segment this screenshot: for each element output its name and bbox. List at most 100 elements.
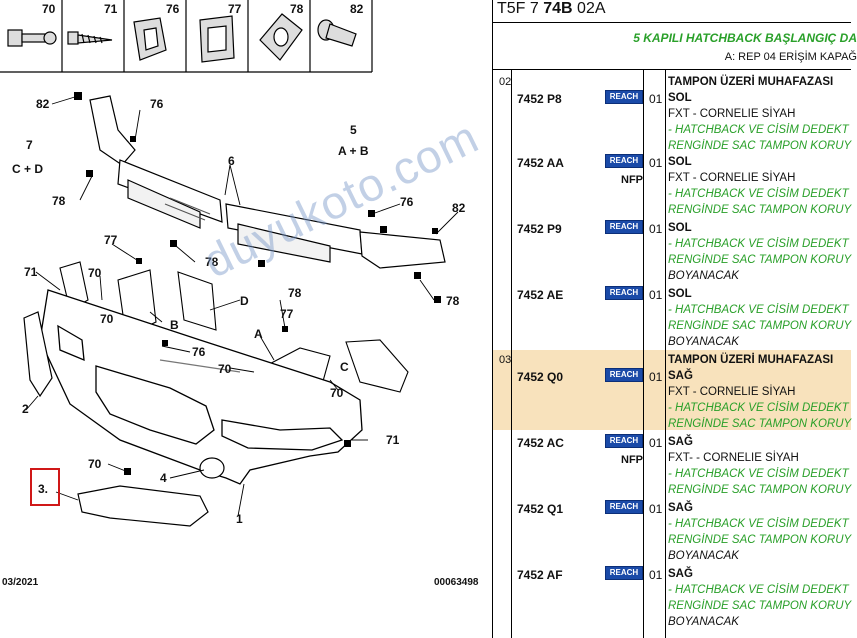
description-line: RENGİNDE SAC TAMPON KORUY <box>668 484 852 496</box>
description-line: RENGİNDE SAC TAMPON KORUY <box>668 254 852 266</box>
bracket-clip-icon <box>199 15 235 63</box>
reach-badge: REACH <box>605 500 643 514</box>
description-line: SOL <box>668 92 692 104</box>
description-line: FXT- - CORNELIE SİYAH <box>668 452 799 464</box>
callout-b: B <box>170 318 179 332</box>
table-row[interactable]: 7452 AC REACH NFP 01 SAĞ FXT- - CORNELIE… <box>493 434 851 498</box>
description-line: FXT - CORNELIE SİYAH <box>668 386 796 398</box>
icon-num-70: 70 <box>42 2 56 16</box>
fastener-icon-bar <box>0 0 373 73</box>
icon-num-76: 76 <box>166 2 180 16</box>
description-line: - HATCHBACK VE CİSİM DEDEKT <box>668 304 849 316</box>
callout-70: 70 <box>88 266 102 280</box>
callout-70: 70 <box>88 457 102 471</box>
callout-76: 76 <box>192 345 206 359</box>
icon-num-78: 78 <box>290 2 304 16</box>
fastener-markers <box>74 92 441 475</box>
nfp-label: NFP <box>621 454 643 466</box>
description-line: TAMPON ÜZERİ MUHAFAZASI <box>668 76 834 88</box>
callout-78: 78 <box>288 286 302 300</box>
description-line: - HATCHBACK VE CİSİM DEDEKT <box>668 468 849 480</box>
description-line: TAMPON ÜZERİ MUHAFAZASI <box>668 354 834 366</box>
callout-77: 77 <box>104 233 118 247</box>
callout-3-highlighted[interactable]: 3. <box>30 468 60 506</box>
table-row[interactable]: 7452 AF REACH 01 SAĞ - HATCHBACK VE CİSİ… <box>493 566 852 634</box>
description-line: SAĞ <box>668 370 693 382</box>
callout-78: 78 <box>205 255 219 269</box>
description-line: RENGİNDE SAC TAMPON KORUY <box>668 534 852 546</box>
description-line: RENGİNDE SAC TAMPON KORUY <box>668 320 852 332</box>
table-row[interactable]: 7452 AA REACH NFP 01 SOL FXT - CORNELIE … <box>493 154 852 220</box>
table-row[interactable]: 7452 AE REACH 01 SOL - HATCHBACK VE CİSİ… <box>493 286 852 352</box>
clip-icon <box>133 17 167 61</box>
callout-c: C <box>340 360 349 374</box>
description-line: - HATCHBACK VE CİSİM DEDEKT <box>668 124 849 136</box>
table-row-highlighted[interactable]: 03 7452 Q0 REACH 01 TAMPON ÜZERİ MUHAFAZ… <box>493 352 851 432</box>
nfp-label: NFP <box>621 174 643 186</box>
description-line: FXT - CORNELIE SİYAH <box>668 172 796 184</box>
description-line: - HATCHBACK VE CİSİM DEDEKT <box>668 188 849 200</box>
table-row[interactable]: 7452 P9 REACH 01 SOL - HATCHBACK VE CİSİ… <box>493 220 852 286</box>
quantity: 01 <box>649 92 663 106</box>
description-line: RENGİNDE SAC TAMPON KORUY <box>668 418 852 430</box>
part-number: 7452 P9 <box>517 222 562 236</box>
group-number: 02 <box>499 76 512 88</box>
column-divider <box>665 70 666 638</box>
quantity: 01 <box>649 156 663 170</box>
diagram-drawing <box>0 0 459 527</box>
group-number: 03 <box>499 354 512 366</box>
rivet-icon <box>317 19 357 47</box>
catalog-code-bold: 74B <box>543 0 573 17</box>
bumper-cover <box>39 289 363 485</box>
reach-badge: REACH <box>605 154 643 168</box>
diagram-ref-number: 00063498 <box>434 577 479 588</box>
catalog-code-prefix: T5F 7 <box>497 0 544 17</box>
grommet-icon <box>259 13 303 61</box>
tow-hook-cap <box>199 457 225 479</box>
highlighted-row-band <box>493 350 851 430</box>
callout-71: 71 <box>24 265 38 279</box>
description-line: BOYANACAK <box>668 616 739 628</box>
part-number: 7452 Q0 <box>517 370 564 384</box>
part-number: 7452 P8 <box>517 92 562 106</box>
description-line: RENGİNDE SAC TAMPON KORUY <box>668 600 852 612</box>
callout-70: 70 <box>330 386 344 400</box>
column-divider <box>511 70 512 638</box>
description-line: - HATCHBACK VE CİSİM DEDEKT <box>668 584 849 596</box>
description-line: SOL <box>668 222 692 234</box>
description-line: SOL <box>668 156 692 168</box>
callout-4: 4 <box>160 471 167 485</box>
quantity: 01 <box>649 288 663 302</box>
table-row[interactable]: 02 7452 P8 REACH 01 TAMPON ÜZERİ MUHAFAZ… <box>493 70 851 152</box>
callout-70: 70 <box>218 362 232 376</box>
quantity: 01 <box>649 370 663 384</box>
screw-icon <box>67 31 113 45</box>
section-subtitle: A: REP 04 ERİŞİM KAPAĞ <box>724 51 857 63</box>
icon-num-71: 71 <box>104 2 118 16</box>
callout-76: 76 <box>400 195 414 209</box>
part-number: 7452 AF <box>517 568 563 582</box>
catalog-code: T5F 7 74B 02A <box>497 0 606 18</box>
description-line: - HATCHBACK VE CİSİM DEDEKT <box>668 238 849 250</box>
description-line: SAĞ <box>668 436 693 448</box>
catalog-code-suffix: 02A <box>572 0 606 17</box>
description-line: SOL <box>668 288 692 300</box>
side-trim-left <box>23 311 53 398</box>
section-title: 5 KAPILI HATCHBACK BAŞLANGIÇ DA <box>633 31 857 45</box>
callout-78: 78 <box>446 294 460 308</box>
callout-2: 2 <box>22 402 29 416</box>
quantity: 01 <box>649 436 663 450</box>
quantity: 01 <box>649 502 663 516</box>
lower-trim-strip <box>77 485 209 527</box>
callout-a: A <box>254 327 263 341</box>
reach-badge: REACH <box>605 434 643 448</box>
reach-badge: REACH <box>605 368 643 382</box>
part-number: 7452 AA <box>517 156 564 170</box>
table-row[interactable]: 7452 Q1 REACH 01 SAĞ - HATCHBACK VE CİSİ… <box>493 500 852 566</box>
parts-list-panel: T5F 7 74B 02A 5 KAPILI HATCHBACK BAŞLANG… <box>492 0 857 638</box>
part-number: 7452 AE <box>517 288 564 302</box>
description-line: BOYANACAK <box>668 270 739 282</box>
description-line: RENGİNDE SAC TAMPON KORUY <box>668 204 852 216</box>
section-header: 5 KAPILI HATCHBACK BAŞLANGIÇ DA A: REP 0… <box>493 22 857 70</box>
description-line: RENGİNDE SAC TAMPON KORUY <box>668 140 852 152</box>
